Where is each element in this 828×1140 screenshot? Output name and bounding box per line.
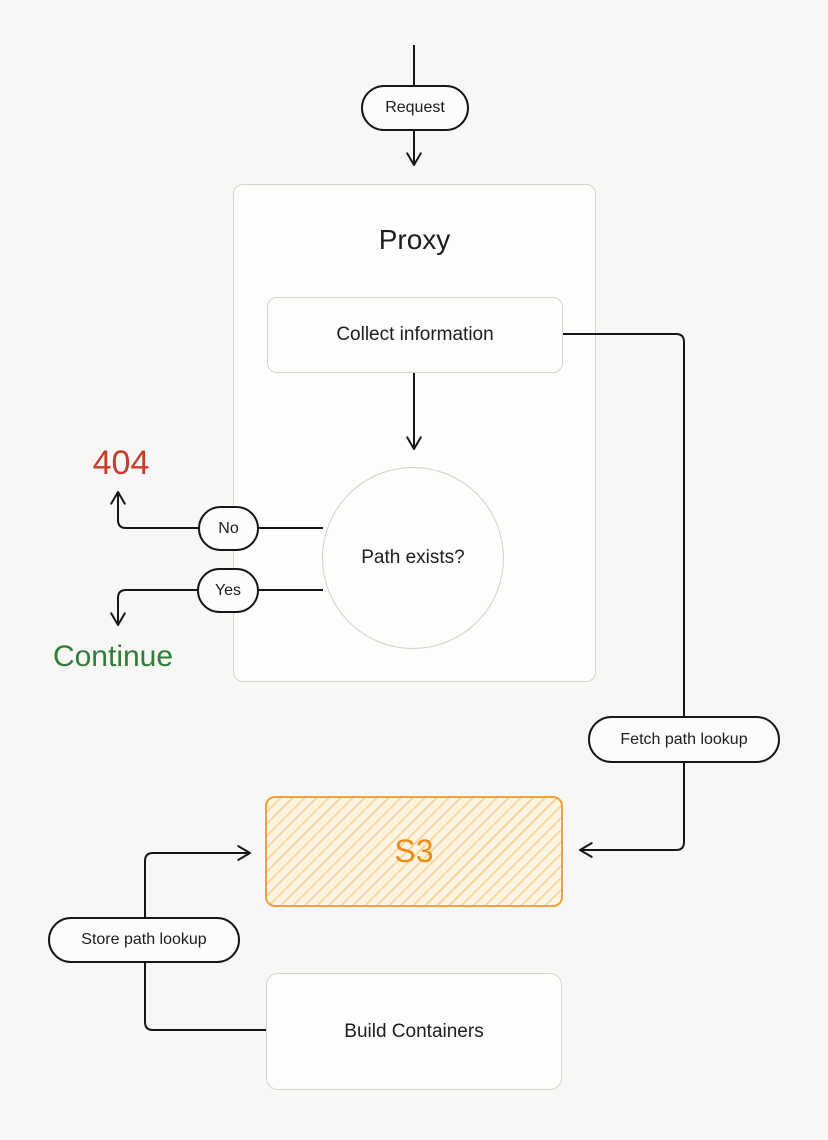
s3-label: S3 <box>394 833 434 869</box>
yes-branch-pill: Yes <box>197 568 259 613</box>
store-path-lookup-label: Store path lookup <box>81 931 207 948</box>
build-containers-label: Build Containers <box>344 1020 484 1042</box>
collect-information-label: Collect information <box>336 324 494 345</box>
collect-information-node: Collect information <box>267 297 563 373</box>
not-found-404-label: 404 <box>92 444 150 482</box>
fetch-path-lookup-pill: Fetch path lookup <box>588 716 780 763</box>
s3-node: S3 <box>265 796 563 907</box>
path-exists-label: Path exists? <box>361 547 465 568</box>
path-exists-decision-node: Path exists? <box>322 467 504 649</box>
store-path-lookup-pill: Store path lookup <box>48 917 240 963</box>
request-label: Request <box>385 99 445 116</box>
proxy-group-title: Proxy <box>378 224 451 255</box>
continue-label: Continue <box>52 640 174 673</box>
request-node: Request <box>361 85 469 131</box>
no-branch-pill: No <box>198 506 259 551</box>
no-branch-label: No <box>218 519 239 537</box>
yes-branch-label: Yes <box>214 581 242 599</box>
fetch-path-lookup-label: Fetch path lookup <box>620 730 748 748</box>
build-containers-node: Build Containers <box>266 973 562 1090</box>
